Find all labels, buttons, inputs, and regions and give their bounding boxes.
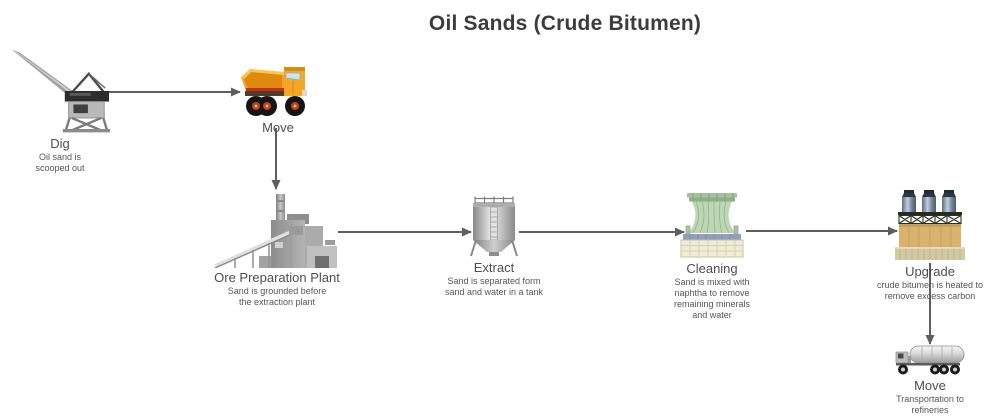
stage-description: Sand is grounded before the extraction p…	[227, 286, 327, 307]
stage-extract[interactable]: Extract Sand is separated form sand and …	[434, 196, 554, 298]
stage-label: Ore Preparation Plant	[214, 270, 340, 285]
stage-label: Move	[262, 120, 294, 135]
stage-description: Oil sand is scooped out	[35, 152, 85, 173]
stage-upgrade[interactable]: Upgrade crude bitumen is heated to remov…	[855, 190, 1000, 302]
stage-dig[interactable]: Dig Oil sand is scooped out	[6, 48, 114, 174]
factory-icon	[214, 194, 337, 268]
diagram-title: Oil Sands (Crude Bitumen)	[428, 12, 702, 35]
crane-icon	[11, 49, 110, 133]
silo-icon	[470, 196, 518, 257]
stage-label: Upgrade	[905, 264, 955, 279]
stage-description: Sand is mixed with naphtha to remove rem…	[673, 277, 751, 320]
stage-label: Move	[914, 378, 946, 393]
stage-move-tanker-truck[interactable]: Move Transportation to refineries	[880, 344, 980, 416]
stage-label: Dig	[50, 136, 70, 151]
stage-description: crude bitumen is heated to remove excess…	[876, 280, 984, 301]
tanker-truck-icon	[895, 345, 965, 375]
stage-description: Transportation to refineries	[896, 394, 964, 415]
stage-move-dump-truck[interactable]: Move	[240, 64, 316, 136]
stage-ore-preparation-plant[interactable]: Ore Preparation Plant Sand is grounded b…	[207, 188, 347, 308]
upgrader-icon	[895, 190, 965, 260]
stage-cleaning[interactable]: Cleaning Sand is mixed with naphtha to r…	[662, 193, 762, 321]
cooling-tower-icon	[680, 193, 744, 258]
stage-label: Extract	[473, 260, 515, 275]
stage-description: Sand is separated form sand and water in…	[444, 276, 544, 297]
dump-truck-icon	[241, 67, 307, 116]
stage-label: Cleaning	[686, 261, 738, 276]
